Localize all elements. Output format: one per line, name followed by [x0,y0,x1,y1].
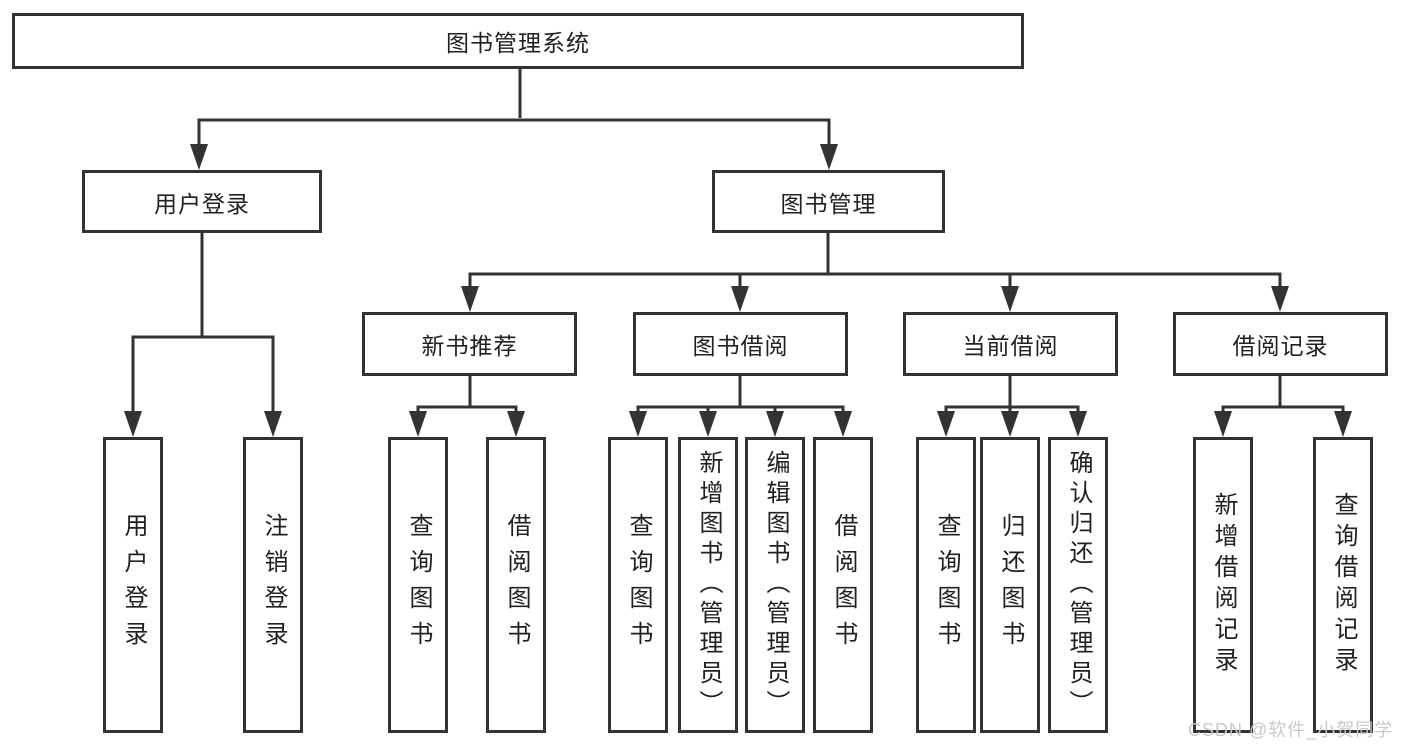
leaf-add-borrow-record: 新增借阅记录 [1193,437,1253,733]
arrowhead [834,411,852,437]
node-label: 新书推荐 [421,333,518,359]
node-label: 当前借阅 [962,333,1059,359]
node-label: 新增图书（管理员） [695,450,722,720]
node-book-management: 图书管理 [712,170,945,233]
leaf-borrow-books-borrowing: 借阅图书 [813,437,873,733]
connector-path [416,376,518,413]
node-label: 编辑图书（管理员） [762,450,789,720]
connector-path [1221,376,1345,413]
arrowhead [461,286,479,312]
connector-path [636,376,845,413]
connector-book-borrowing-children [629,376,852,437]
leaf-add-book-admin: 新增图书（管理员） [678,437,738,733]
node-label: 查询图书 [933,513,960,657]
connector-borrowing-records-children [1214,376,1352,437]
arrowhead [1069,411,1087,437]
arrowhead [1214,411,1232,437]
node-label: 用户登录 [120,513,147,657]
connector-path [468,233,1282,289]
leaf-query-books-recommend: 查询图书 [388,437,448,733]
arrowhead [1001,411,1019,437]
arrowhead [629,411,647,437]
node-root: 图书管理系统 [12,13,1024,69]
leaf-query-borrow-record: 查询借阅记录 [1313,437,1373,733]
arrowhead [731,286,749,312]
arrowhead [507,411,525,437]
connector-book-management-children [461,233,1289,312]
node-user-login: 用户登录 [82,170,322,233]
watermark: CSDN @软件_小贺同学 [1188,720,1394,740]
node-label: 归还图书 [997,513,1024,657]
node-label: 查询借阅记录 [1330,492,1357,678]
node-current-borrowing: 当前借阅 [903,312,1118,376]
connector-root-to-level2 [190,69,838,170]
node-label: 查询图书 [405,513,432,657]
node-label: 注销登录 [260,513,287,657]
leaf-edit-book-admin: 编辑图书（管理员） [745,437,805,733]
node-label: 用户登录 [154,190,250,217]
arrowhead [190,144,208,170]
connector-user-login-children [124,233,282,437]
arrowhead [699,411,717,437]
arrowhead [409,411,427,437]
node-label: 确认归还（管理员） [1065,450,1092,720]
leaf-return-books: 归还图书 [980,437,1040,733]
arrowhead [1001,286,1019,312]
connector-new-book-recommend-children [409,376,525,437]
node-label: 图书管理系统 [446,30,590,56]
connector-path [197,69,831,147]
node-label: 借阅图书 [503,513,530,657]
arrowhead [1271,286,1289,312]
node-label: 图书借阅 [692,333,789,359]
connector-current-borrowing-children [937,376,1087,437]
node-label: 借阅图书 [830,513,857,657]
node-borrowing-records: 借阅记录 [1173,312,1388,376]
node-new-book-recommend: 新书推荐 [362,312,577,376]
leaf-logout: 注销登录 [243,437,303,733]
leaf-query-books-current: 查询图书 [916,437,976,733]
connector-path [944,376,1080,413]
node-book-borrowing: 图书借阅 [633,312,848,376]
node-label: 图书管理 [780,190,877,217]
arrowhead [766,411,784,437]
node-label: 新增借阅记录 [1210,492,1237,678]
leaf-query-books-borrowing: 查询图书 [608,437,668,733]
node-label: 查询图书 [625,513,652,657]
leaf-borrow-books-recommend: 借阅图书 [486,437,546,733]
leaf-user-login: 用户登录 [103,437,163,733]
arrowhead [820,144,838,170]
connector-path [131,233,275,414]
arrowhead [937,411,955,437]
arrowhead [264,411,282,437]
arrowhead [1334,411,1352,437]
node-label: 借阅记录 [1232,333,1329,359]
arrowhead [124,411,142,437]
leaf-confirm-return-admin: 确认归还（管理员） [1048,437,1108,733]
